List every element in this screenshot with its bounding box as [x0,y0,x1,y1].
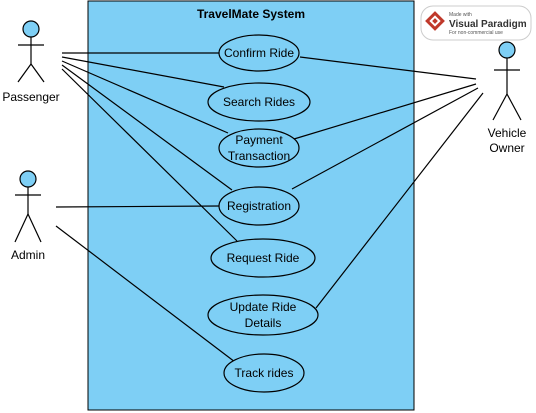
assoc-passenger-search-rides [61,56,225,88]
visual-paradigm-logo-icon [425,11,445,31]
assoc-passenger-registration [61,64,233,191]
assoc-owner-confirm-ride [299,56,477,80]
passenger-head-icon [22,20,40,38]
assoc-owner-update-ride [315,92,484,309]
actor-passenger[interactable] [17,20,45,83]
usecase-update-ride-details[interactable]: Update Ride Details [207,294,319,336]
svg-text:Registration: Registration [227,199,291,213]
assoc-owner-payment [293,83,477,140]
actor-passenger-label: Passenger [2,90,59,104]
svg-text:Request Ride: Request Ride [227,251,300,265]
svg-text:Update Ride: Update Ride [230,300,297,314]
assoc-admin-registration [55,205,221,208]
usecase-payment-transaction[interactable]: Payment Transaction [218,128,300,168]
svg-text:Track rides: Track rides [235,366,294,380]
svg-text:Details: Details [245,316,282,330]
svg-text:Search Rides: Search Rides [223,95,295,109]
svg-text:Confirm Ride: Confirm Ride [224,46,294,60]
associations [55,52,484,363]
actor-admin-label: Admin [11,248,45,262]
actor-vehicle-owner-label-line2: Owner [489,141,524,155]
svg-text:Payment: Payment [235,133,283,147]
usecase-confirm-ride[interactable]: Confirm Ride [218,34,300,72]
svg-text:Transaction: Transaction [228,149,290,163]
watermark-made-with: Made with [449,12,472,18]
actor-admin[interactable] [14,170,42,243]
usecase-request-ride[interactable]: Request Ride [210,238,316,278]
watermark-brand: Visual Paradigm [449,19,527,30]
assoc-owner-registration [291,87,479,190]
actor-vehicle-owner-label-line1: Vehicle [488,126,527,140]
watermark-note: For non-commercial use [449,30,503,36]
usecase-registration[interactable]: Registration [218,186,300,226]
system-title: TravelMate System [197,7,305,21]
assoc-passenger-payment [61,60,229,134]
vehicle-owner-head-icon [498,41,516,59]
actor-vehicle-owner[interactable] [492,41,522,121]
admin-head-icon [19,170,37,188]
assoc-passenger-request-ride [61,68,238,242]
usecase-track-rides[interactable]: Track rides [223,353,305,393]
usecase-search-rides[interactable]: Search Rides [207,82,311,122]
assoc-admin-track-rides [55,225,236,363]
visual-paradigm-watermark: Made with Visual Paradigm For non-commer… [420,5,532,41]
